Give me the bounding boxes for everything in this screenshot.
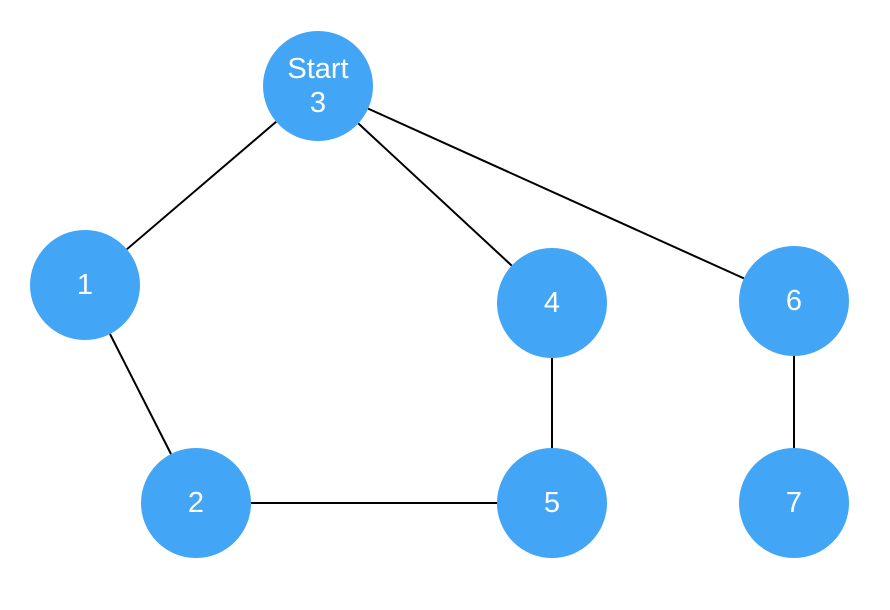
edge-3-6	[367, 107, 745, 280]
node-label-2-0: 2	[188, 487, 204, 519]
node-circle-1	[30, 230, 140, 340]
node-label-3-1: 3	[310, 87, 326, 119]
node-label-3-0: Start	[287, 53, 348, 85]
node-circle-5	[497, 448, 607, 558]
node-6: 6	[739, 246, 849, 356]
node-1: 1	[30, 230, 140, 340]
node-circle-6	[739, 246, 849, 356]
node-label-6-0: 6	[786, 285, 802, 317]
edge-3-4	[357, 122, 513, 267]
node-label-7-0: 7	[786, 487, 802, 519]
node-circle-3	[263, 31, 373, 141]
node-circle-4	[497, 248, 607, 358]
node-label-1-0: 1	[77, 269, 93, 301]
node-circle-2	[141, 448, 251, 558]
edge-3-1	[126, 120, 277, 251]
node-7: 7	[739, 448, 849, 558]
node-5: 5	[497, 448, 607, 558]
node-2: 2	[141, 448, 251, 558]
node-label-5-0: 5	[544, 487, 560, 519]
edge-1-2	[109, 333, 172, 455]
node-label-4-0: 4	[544, 287, 560, 319]
node-circle-7	[739, 448, 849, 558]
edges-layer	[109, 107, 795, 504]
node-4: 4	[497, 248, 607, 358]
